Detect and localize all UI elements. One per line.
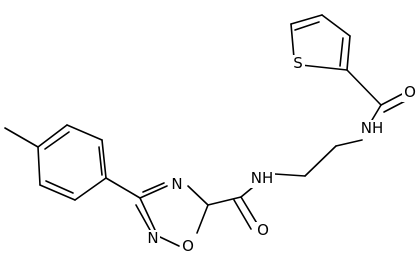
ketone-oxygen-label: O — [404, 83, 416, 101]
oxadiazole-n-top-label: N — [171, 175, 182, 193]
oxadiazole-n-bottom-label: N — [147, 229, 158, 247]
ethylene-linker — [274, 139, 363, 177]
methyl-bond — [4, 127, 39, 148]
amide-nh-bottom-label: NH — [251, 169, 274, 187]
atom-labels: S O NH NH N N O O — [146, 54, 418, 256]
aryl-oxadiazole-bond — [105, 177, 141, 199]
amide-oxygen-label: O — [257, 221, 269, 239]
carboxamide — [207, 182, 259, 230]
amide-nh-top-label: NH — [361, 119, 384, 137]
tolyl-ring — [4, 124, 107, 201]
thiophene-sulfur-label: S — [293, 54, 303, 72]
thiophene-carboxamide — [346, 69, 410, 121]
thiophene-ring — [290, 14, 351, 71]
oxadiazole-oxygen-label: O — [182, 237, 194, 255]
oxadiazole-ring — [135, 182, 209, 247]
